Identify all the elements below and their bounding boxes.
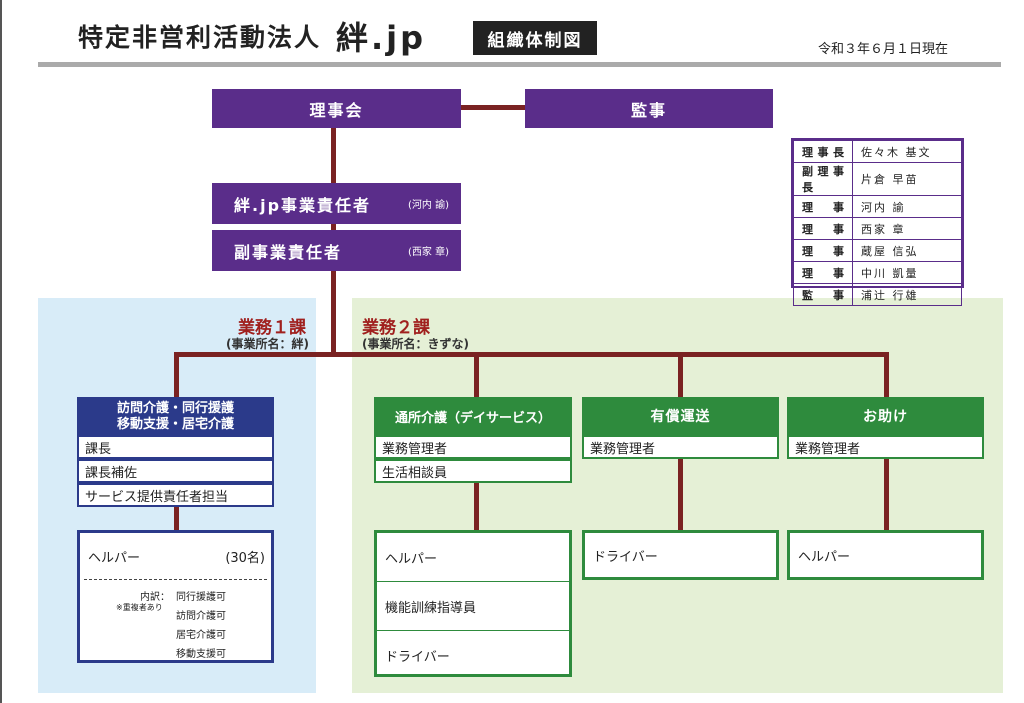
breakdown-item: 移動支援可 [176, 649, 226, 660]
officer-role: 理事 [793, 239, 853, 262]
officer-role: 理事 [793, 261, 853, 284]
officer-role: 理事 [793, 217, 853, 240]
staff-item: ドライバー [593, 549, 658, 565]
staff-item: ヘルパー [377, 533, 569, 582]
board-box: 理事会 [212, 89, 461, 128]
role-label: 業務管理者 [590, 441, 656, 457]
connector-horizontal-bus [174, 352, 889, 357]
officer-role: 監事 [793, 283, 853, 306]
role-cell-business-manager: 業務管理者 [374, 435, 572, 459]
vice-manager-box: 副事業責任者 (西家 章) [212, 230, 461, 271]
helper-count: (30名) [225, 551, 265, 566]
unit-title-line2: 移動支援・居宅介護 [116, 417, 234, 432]
officer-name: 中川 凱量 [852, 261, 962, 284]
role-label: 業務管理者 [382, 441, 448, 457]
connector-drop-unit2 [474, 352, 479, 397]
manager-box: 絆.jp事業責任者 (河内 諭) [212, 183, 461, 224]
role-label: 生活相談員 [382, 465, 448, 481]
connector-unit3-staff [678, 458, 683, 530]
officer-row: 副理事長片倉 早苗 [793, 162, 962, 196]
staff-item: ヘルパー [798, 549, 851, 565]
assistance-staff-box: ヘルパー [787, 530, 984, 580]
helper-label: ヘルパー [88, 551, 141, 566]
staff-item: ドライバー [385, 649, 450, 665]
role-cell-business-manager: 業務管理者 [787, 435, 984, 459]
officer-row: 理事蔵屋 信弘 [793, 239, 962, 262]
day-service-unit-header: 通所介護（デイサービス） [374, 397, 572, 435]
unit-title: 有償運送 [650, 409, 711, 425]
connector-unit1-staff [174, 506, 179, 530]
board-label: 理事会 [309, 100, 364, 120]
role-cell-deputy-chief: 課長補佐 [77, 459, 274, 483]
unit-title: 通所介護（デイサービス） [394, 410, 551, 426]
section2-title: 業務２課 [362, 318, 430, 338]
vice-manager-note: (西家 章) [408, 247, 449, 258]
breakdown-label: 内訳： [140, 592, 170, 603]
officer-row: 理事西家 章 [793, 217, 962, 240]
auditor-box: 監事 [525, 89, 773, 128]
section2-subtitle: (事業所名：きずな) [362, 337, 469, 351]
day-service-staff-box: ヘルパー 機能訓練指導員 ドライバー [374, 530, 572, 677]
officer-name: 佐々木 基文 [852, 140, 962, 163]
role-cell-section-chief: 課長 [77, 435, 274, 459]
staff-item: 機能訓練指導員 [377, 582, 569, 631]
unit-title-line1: 訪問介護・同行援護 [116, 401, 234, 416]
header-rule [38, 62, 1001, 67]
breakdown-item: 同行援護可 [176, 592, 226, 603]
officer-name: 片倉 早苗 [852, 162, 962, 196]
officer-name: 蔵屋 信弘 [852, 239, 962, 262]
connector-drop-unit3 [678, 352, 683, 397]
role-cell-business-manager: 業務管理者 [582, 435, 779, 459]
vice-manager-label: 副事業責任者 [234, 242, 343, 262]
manager-note: (河内 諭) [408, 200, 449, 211]
helper-staff-box: ヘルパー (30名) 内訳： ※重複者あり 同行援護可 訪問介護可 居宅介護可 … [77, 530, 274, 663]
officer-role: 理事長 [793, 140, 853, 163]
breakdown-note: ※重複者あり [116, 603, 163, 612]
home-care-unit-header: 訪問介護・同行援護 移動支援・居宅介護 [77, 397, 274, 435]
paid-transport-unit-header: 有償運送 [582, 397, 779, 435]
officer-row: 理事中川 凱量 [793, 261, 962, 284]
role-label: 課長 [85, 441, 112, 457]
connector-board-auditor [460, 105, 526, 110]
officers-table: 理事長佐々木 基文 副理事長片倉 早苗 理事河内 諭 理事西家 章 理事蔵屋 信… [791, 138, 964, 306]
officer-row: 理事長佐々木 基文 [793, 140, 962, 163]
connector-drop-unit4 [884, 352, 889, 397]
role-label: サービス提供責任者担当 [85, 489, 229, 505]
as-of-date: 令和３年６月１日現在 [818, 42, 949, 57]
org-type-title: 特定非営利活動法人 [78, 23, 322, 52]
section1-title: 業務１課 [238, 318, 306, 338]
officer-role: 副理事長 [793, 162, 853, 196]
officer-role: 理事 [793, 195, 853, 218]
role-cell-life-counselor: 生活相談員 [374, 459, 572, 483]
officer-name: 浦辻 行雄 [852, 283, 962, 306]
org-name-title: 絆.jp [336, 19, 427, 57]
helper-divider [84, 579, 267, 580]
breakdown-item: 居宅介護可 [176, 630, 226, 641]
unit-title: お助け [863, 409, 908, 425]
role-label: 業務管理者 [795, 441, 861, 457]
breakdown-item: 訪問介護可 [176, 611, 226, 622]
page-left-border [0, 0, 2, 703]
auditor-label: 監事 [630, 100, 667, 120]
connector-unit2-staff [474, 483, 479, 530]
assistance-unit-header: お助け [787, 397, 984, 435]
manager-label: 絆.jp事業責任者 [234, 195, 372, 215]
role-label: 課長補佐 [85, 465, 138, 481]
officer-name: 河内 諭 [852, 195, 962, 218]
paid-transport-staff-box: ドライバー [582, 530, 779, 580]
chart-title-badge: 組織体制図 [473, 21, 597, 55]
connector-unit4-staff [884, 458, 889, 530]
connector-drop-unit1 [174, 352, 179, 397]
officer-row: 理事河内 諭 [793, 195, 962, 218]
officer-name: 西家 章 [852, 217, 962, 240]
role-cell-service-coordinator: サービス提供責任者担当 [77, 483, 274, 507]
section1-subtitle: (事業所名：絆) [226, 337, 309, 351]
officer-row: 監事浦辻 行雄 [793, 283, 962, 306]
